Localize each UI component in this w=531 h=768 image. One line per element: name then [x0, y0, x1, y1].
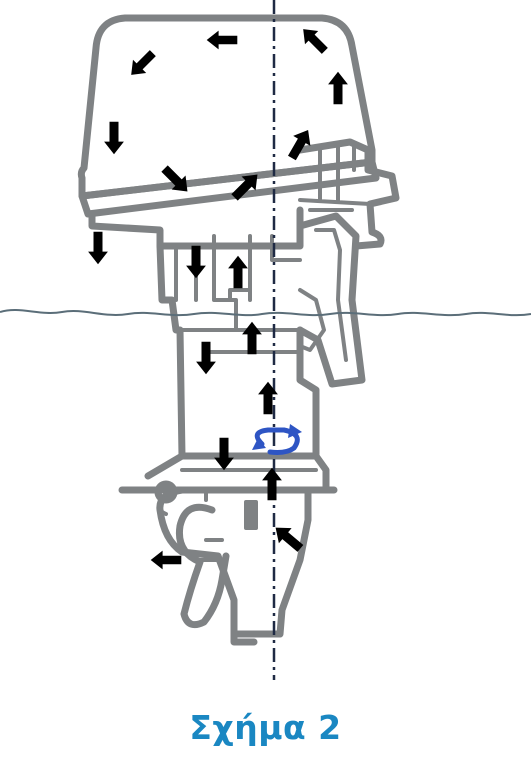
- arrow-icon: [104, 121, 124, 155]
- propeller: [175, 503, 230, 629]
- clamp-arm: [296, 212, 366, 388]
- arrow-icon: [124, 46, 160, 82]
- engine-drawing: [77, 14, 400, 646]
- arrow-icon: [88, 231, 108, 265]
- outboard-motor-diagram: [0, 0, 531, 680]
- arrow-icon: [186, 245, 206, 279]
- arrow-icon: [283, 125, 317, 163]
- arrow-icon: [328, 71, 348, 105]
- plate-detail: [180, 468, 318, 502]
- arrow-icon: [150, 550, 182, 570]
- arrow-icon: [242, 321, 262, 355]
- arrow-icon: [228, 255, 248, 289]
- lower-cowl: [88, 206, 304, 250]
- skeg: [230, 630, 258, 646]
- engine-cowling: [77, 14, 376, 200]
- gear-hub: [154, 480, 178, 504]
- gearcase: [156, 486, 312, 638]
- tiller-bracket: [296, 138, 400, 250]
- arrow-icon: [206, 30, 238, 50]
- clamp-detail: [298, 228, 348, 362]
- powerhead: [156, 242, 320, 460]
- rotation-icon: [252, 424, 302, 455]
- arrow-icon: [196, 341, 216, 375]
- water-line: [0, 309, 531, 317]
- arrow-icon: [296, 22, 332, 58]
- arrow-icon: [262, 467, 282, 501]
- water-intake-slot: [244, 500, 258, 530]
- cowling-seam: [78, 158, 380, 218]
- bracket-detail: [298, 144, 372, 212]
- figure-caption: Σχήμα 2: [189, 708, 342, 747]
